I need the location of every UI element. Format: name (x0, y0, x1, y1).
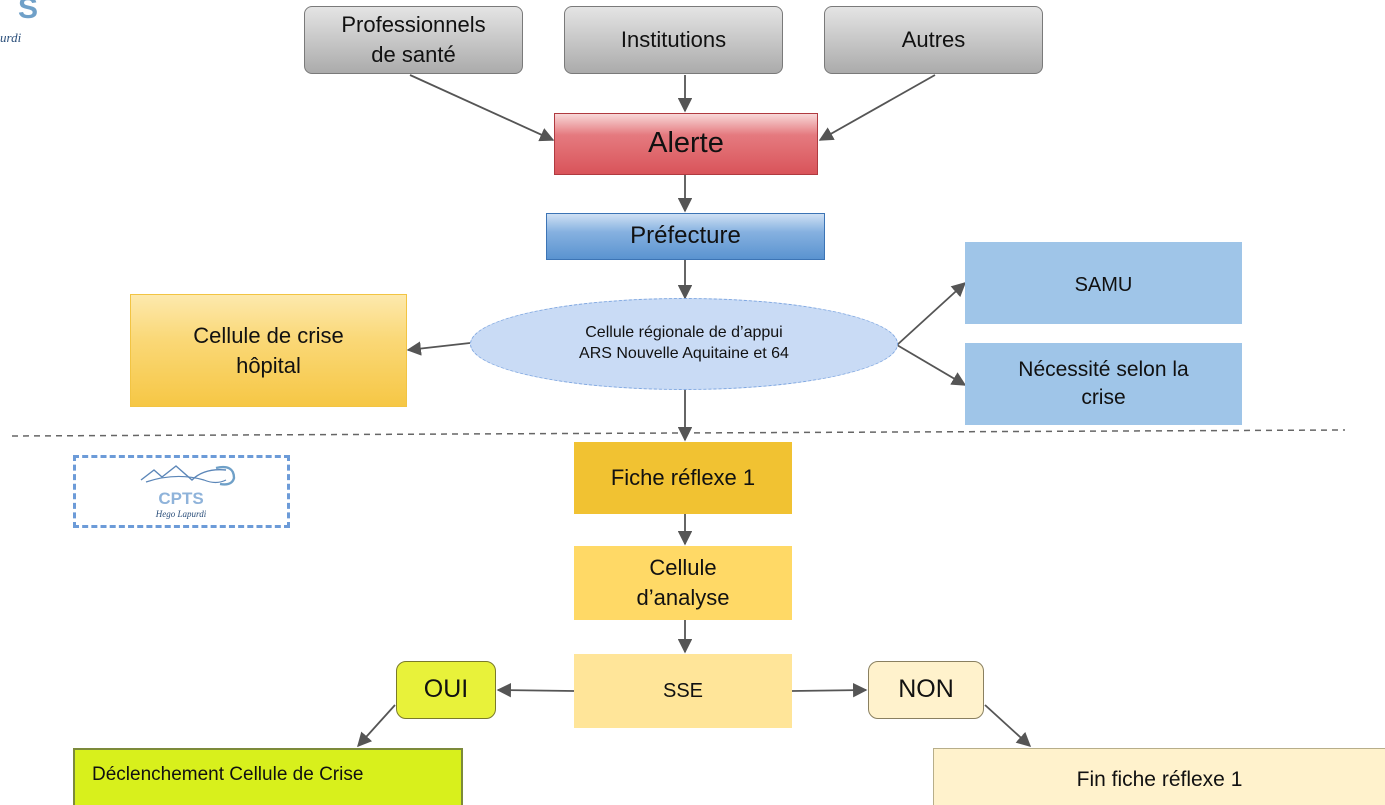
cellule-crise-hopital-box: Cellule de crise hôpital (130, 294, 407, 407)
sse-label: SSE (662, 679, 704, 702)
edge-cellule-regionale-samu (896, 282, 967, 346)
cellule-crise-hopital-label: Cellule de crise hôpital (193, 322, 344, 378)
edge-non-fin (984, 704, 1032, 747)
autres-label: Autres (901, 27, 966, 53)
necessite-label: Nécessité selon la crise (1018, 357, 1189, 409)
oui-label: OUI (423, 675, 469, 704)
necessite-box: Nécessité selon la crise (965, 343, 1242, 425)
cpts-logo-frame: CPTS Hego Lapurdi (73, 455, 290, 528)
corner-logo: S urdi (0, 0, 70, 50)
samu-box: SAMU (965, 242, 1242, 324)
edge-sse-oui (496, 682, 575, 698)
alerte-label: Alerte (648, 127, 724, 160)
declenchement-label: Déclenchement Cellule de Crise (92, 764, 364, 785)
declenchement-box: Déclenchement Cellule de Crise (73, 748, 463, 805)
fiche-reflexe-label: Fiche réflexe 1 (610, 465, 756, 491)
institutions-box: Institutions (564, 6, 783, 74)
professionnels-de-sante-box: Professionnels de santé (304, 6, 523, 74)
edge-cellule-regionale-necessite (896, 344, 967, 386)
fin-fiche-box: Fin fiche réflexe 1 (933, 748, 1385, 805)
cellule-analyse-box: Cellule d’analyse (574, 546, 792, 620)
institutions-label: Institutions (620, 27, 727, 53)
prefecture-label: Préfecture (630, 222, 741, 250)
edge-professionnels-alerte (409, 74, 555, 142)
professionnels-de-sante-label: Professionnels de santé (341, 12, 486, 67)
corner-logo-text: urdi (0, 30, 22, 45)
oui-box: OUI (396, 661, 496, 719)
cellule-regionale-label: Cellule régionale de d’appui ARS Nouvell… (579, 324, 789, 362)
samu-label: SAMU (1074, 274, 1133, 296)
non-box: NON (868, 661, 984, 719)
edge-oui-declenchement (357, 704, 396, 748)
edge-autres-alerte (818, 74, 936, 141)
autres-box: Autres (824, 6, 1043, 74)
edge-cellule-regionale-hopital (406, 341, 471, 356)
prefecture-box: Préfecture (546, 213, 825, 260)
cpts-logo-sub: Hego Lapurdi (155, 509, 207, 519)
sse-box: SSE (574, 654, 792, 728)
fiche-reflexe-box: Fiche réflexe 1 (574, 442, 792, 514)
cellule-analyse-label: Cellule d’analyse (636, 555, 730, 610)
separator-line (11, 429, 1346, 437)
cpts-logo-name: CPTS (158, 489, 203, 508)
fin-fiche-label: Fin fiche réflexe 1 (1076, 768, 1243, 791)
non-label: NON (898, 675, 954, 704)
corner-logo-letter: S (18, 0, 39, 25)
edge-sse-non (791, 682, 868, 698)
cpts-logo: CPTS Hego Lapurdi (140, 465, 236, 519)
cellule-regionale-ellipse: Cellule régionale de d’appui ARS Nouvell… (470, 298, 898, 390)
alerte-box: Alerte (554, 113, 818, 175)
